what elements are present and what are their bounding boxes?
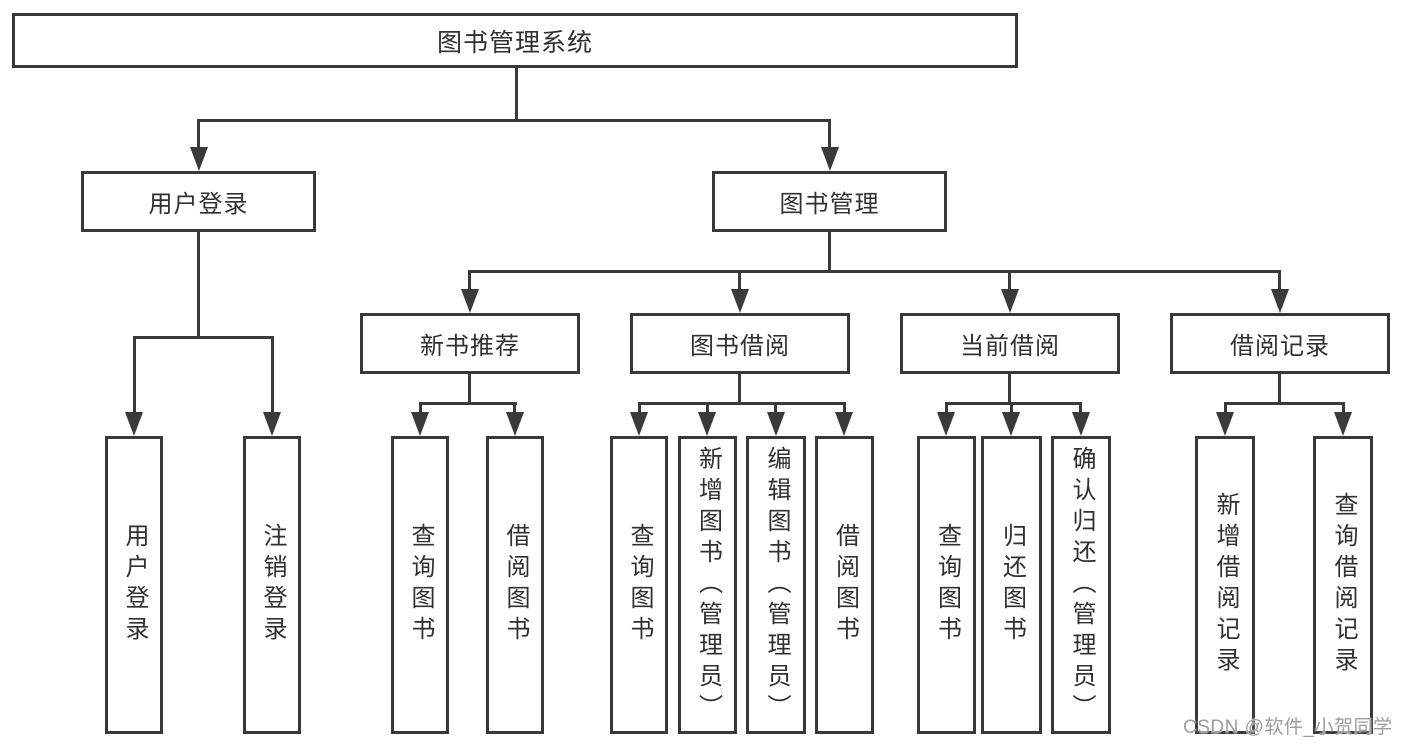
arrow-head <box>1216 412 1234 436</box>
node-book-management: 图书管理 <box>712 171 947 232</box>
connector-line <box>738 374 741 405</box>
connector-line <box>513 402 516 414</box>
connector-line <box>419 402 422 414</box>
node-query-borrow-record: 查询借阅记录 <box>1313 436 1373 734</box>
connector-line <box>419 402 517 405</box>
connector-line <box>1008 374 1011 405</box>
connector-line <box>843 402 846 414</box>
node-edit-books-admin: 编辑图书（管理员） <box>746 436 806 734</box>
node-borrow-books-1: 借阅图书 <box>486 436 544 734</box>
node-label: 编辑图书（管理员） <box>763 445 790 725</box>
arrow-head <box>767 412 785 436</box>
node-label: 用户登录 <box>121 523 148 647</box>
connector-line <box>706 402 709 414</box>
arrow-head <box>731 289 749 313</box>
node-query-books-2: 查询图书 <box>610 436 668 734</box>
arrow-head <box>461 289 479 313</box>
connector-line <box>133 336 273 339</box>
node-label: 查询图书 <box>626 523 653 647</box>
node-label: 注销登录 <box>259 523 286 647</box>
node-label: 借阅图书 <box>502 523 529 647</box>
arrow-head <box>821 147 839 171</box>
connector-line <box>1224 402 1227 414</box>
connector-line <box>197 119 200 150</box>
arrow-head <box>1002 412 1020 436</box>
node-label: 查询图书 <box>933 523 961 647</box>
connector-line <box>515 68 518 122</box>
connector-line <box>468 270 471 291</box>
arrow-head <box>1072 412 1090 436</box>
connector-line <box>1278 270 1281 291</box>
node-library-management-system: 图书管理系统 <box>12 13 1018 68</box>
connector-line <box>133 336 136 415</box>
connector-line <box>271 336 274 415</box>
connector-line <box>1342 402 1345 414</box>
node-user-login: 用户登录 <box>105 436 163 734</box>
connector-line <box>945 402 948 414</box>
node-label: 查询图书 <box>407 523 434 647</box>
arrow-head <box>698 412 716 436</box>
node-label: 借阅图书 <box>831 523 859 647</box>
node-current-borrowing: 当前借阅 <box>900 313 1120 374</box>
arrow-head <box>1271 289 1289 313</box>
connector-line <box>638 402 641 414</box>
connector-line <box>1278 374 1281 405</box>
arrow-head <box>506 412 524 436</box>
node-confirm-return-admin: 确认归还（管理员） <box>1051 436 1111 734</box>
node-add-books-admin: 新增图书（管理员） <box>678 436 737 734</box>
arrow-head <box>1001 289 1019 313</box>
node-query-books-3: 查询图书 <box>917 436 976 734</box>
connector-line <box>197 119 831 122</box>
connector-line <box>945 402 1082 405</box>
connector-line <box>1224 402 1344 405</box>
connector-line <box>197 232 200 339</box>
connector-line <box>468 270 1281 273</box>
node-borrow-books-2: 借阅图书 <box>815 436 874 734</box>
arrow-head <box>190 147 208 171</box>
arrow-head <box>630 412 648 436</box>
connector-line <box>828 119 831 150</box>
connector-line <box>738 270 741 291</box>
arrow-head <box>835 412 853 436</box>
node-add-borrow-record: 新增借阅记录 <box>1195 436 1255 734</box>
arrow-head <box>263 412 281 436</box>
node-label: 归还图书 <box>998 523 1026 647</box>
connector-line <box>1010 402 1013 414</box>
connector-line <box>1079 402 1082 414</box>
arrow-head <box>411 412 429 436</box>
node-new-book-recommendation: 新书推荐 <box>360 313 580 374</box>
node-return-books: 归还图书 <box>981 436 1042 734</box>
connector-line <box>828 232 831 273</box>
node-query-books-1: 查询图书 <box>391 436 449 734</box>
arrow-head <box>1334 412 1352 436</box>
node-user-login-group: 用户登录 <box>81 171 316 232</box>
connector-line <box>638 402 846 405</box>
node-book-borrowing: 图书借阅 <box>630 313 850 374</box>
csdn-watermark: CSDN @软件_小贺同学 <box>1183 717 1393 738</box>
node-logout: 注销登录 <box>243 436 301 734</box>
connector-line <box>774 402 777 414</box>
connector-line <box>1008 270 1011 291</box>
arrow-head <box>937 412 955 436</box>
node-borrow-records: 借阅记录 <box>1170 313 1390 374</box>
node-label: 查询借阅记录 <box>1330 492 1357 678</box>
connector-line <box>468 374 471 405</box>
node-label: 确认归还（管理员） <box>1068 445 1095 725</box>
node-label: 新增借阅记录 <box>1212 492 1239 678</box>
arrow-head <box>125 412 143 436</box>
node-label: 新增图书（管理员） <box>694 445 722 725</box>
